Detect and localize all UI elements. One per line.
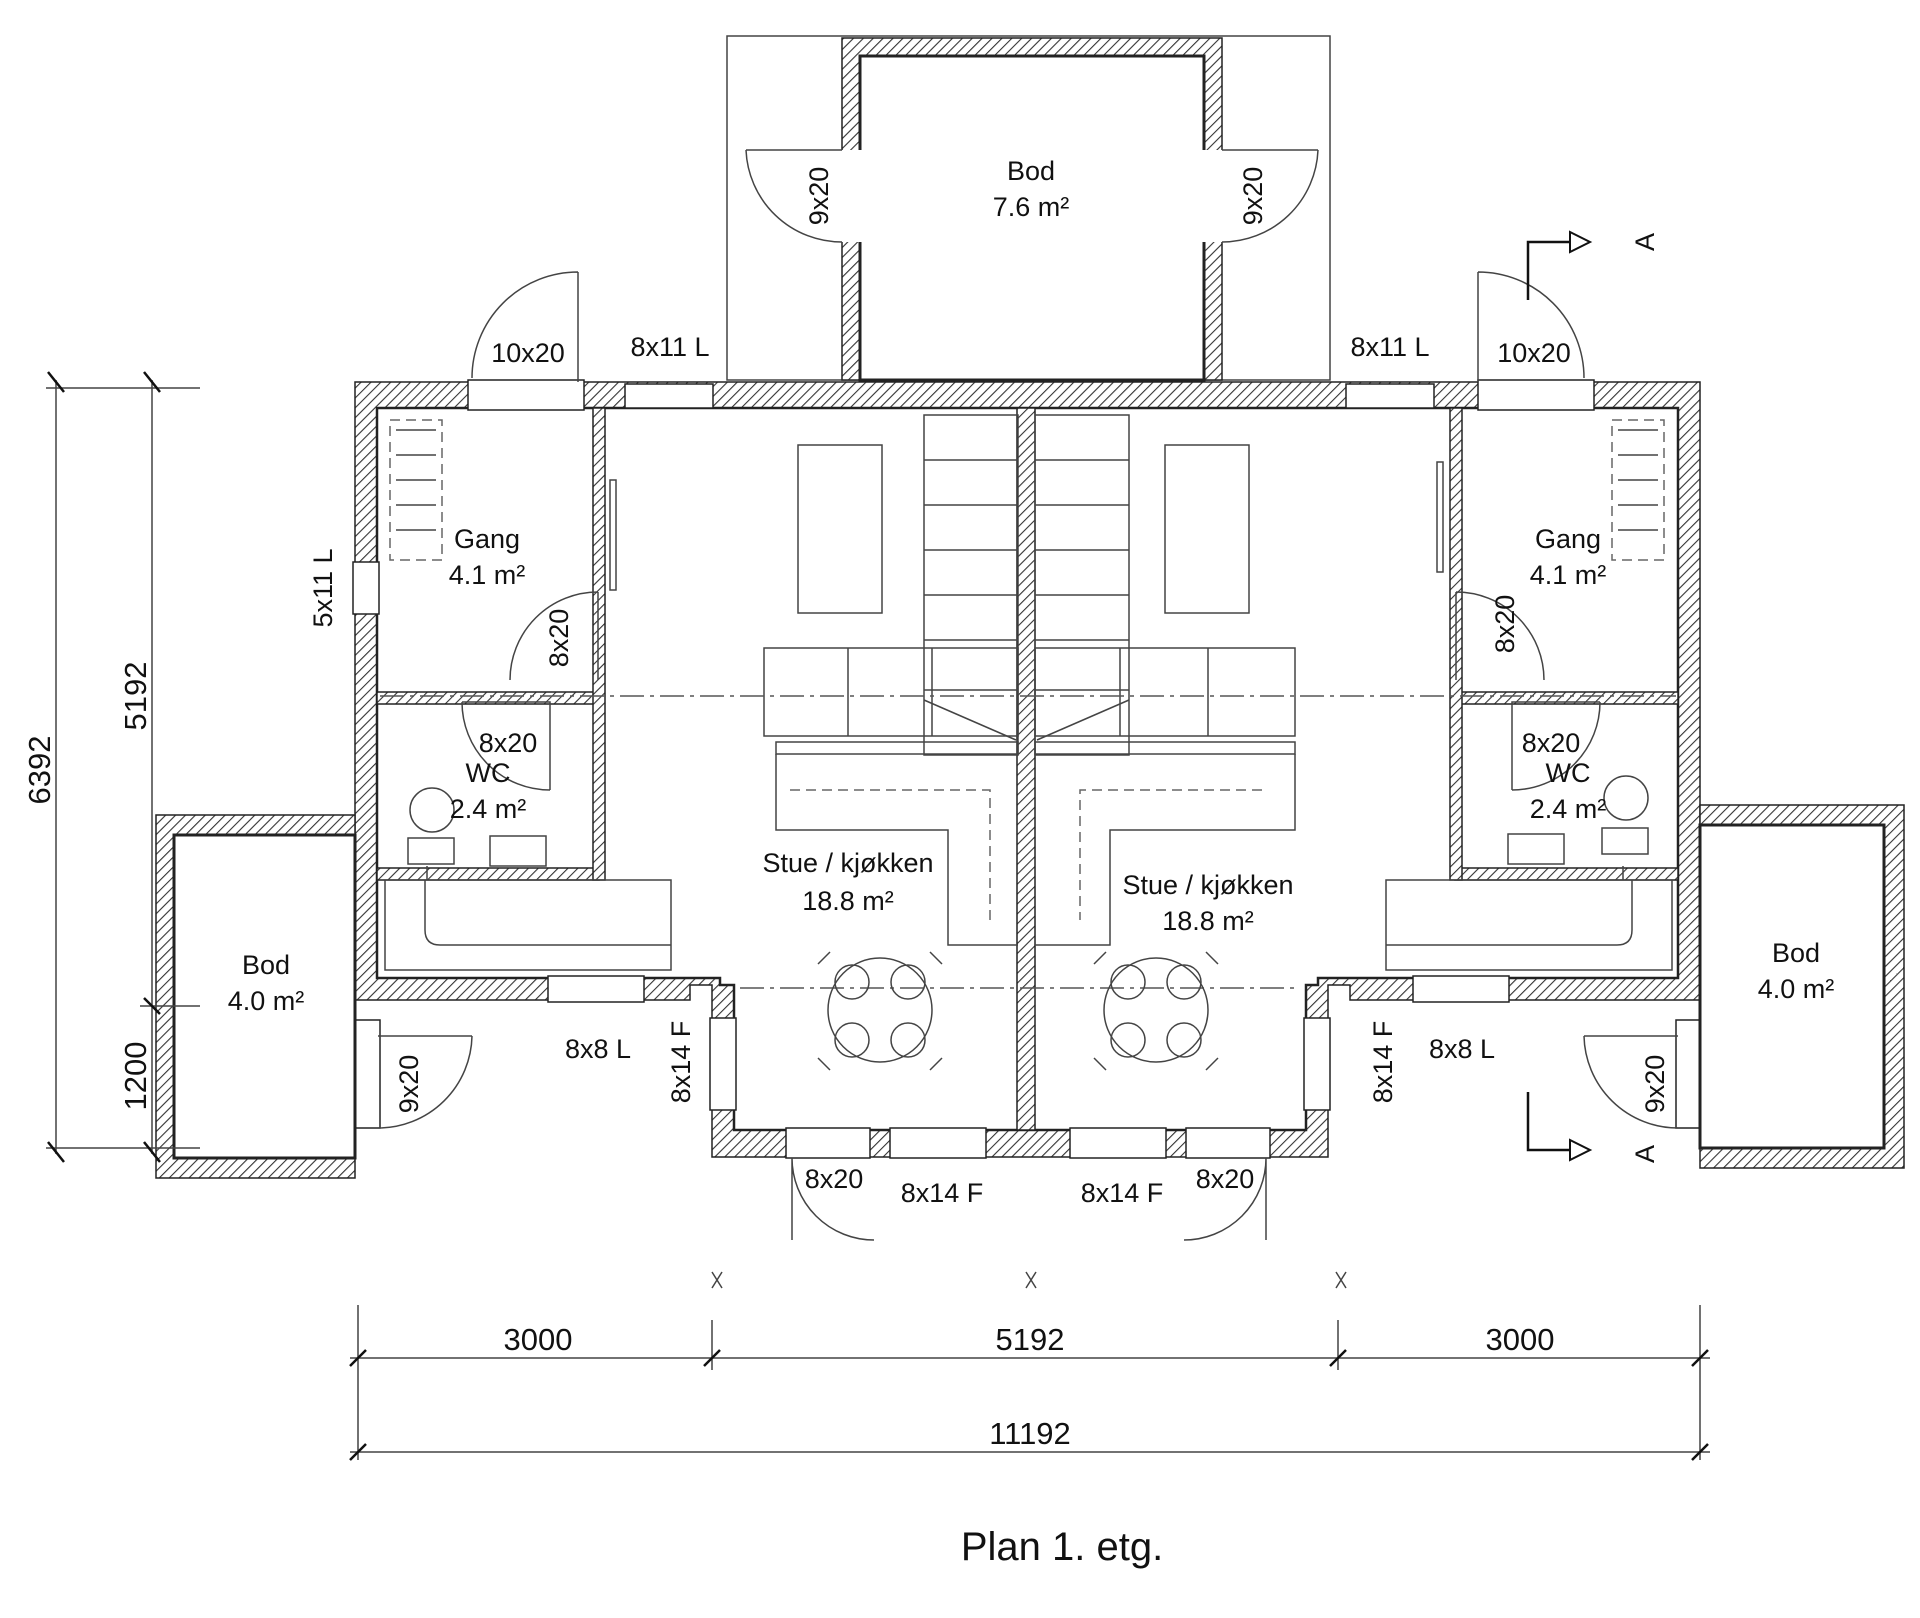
wall-openings xyxy=(352,379,1703,1159)
section-marker-bottom xyxy=(1526,1092,1593,1162)
dim-vertical-bod: 1200 xyxy=(118,1042,153,1111)
dim-vertical-total: 6392 xyxy=(22,736,57,805)
terrace-door-left-label: 8x20 xyxy=(805,1164,864,1194)
entry-doors xyxy=(471,271,1585,382)
gang-door-right-label: 8x20 xyxy=(1490,595,1520,654)
wc-details xyxy=(407,701,1649,880)
gang-door-left-label: 8x20 xyxy=(544,609,574,668)
room-wc-left: WC 2.4 m² xyxy=(450,758,527,824)
wc-door-right-label: 8x20 xyxy=(1522,728,1581,758)
section-marker-top xyxy=(1526,230,1593,300)
room-name: Bod xyxy=(242,950,290,980)
window-bay-left-label: 8x14 F xyxy=(666,1021,696,1104)
room-bod-left: Bod 4.0 m² xyxy=(228,950,305,1016)
room-bod-top: Bod 7.6 m² xyxy=(993,156,1070,222)
bod-right-structure xyxy=(1583,804,1905,1169)
main-walls xyxy=(354,381,1701,1158)
room-bod-right: Bod 4.0 m² xyxy=(1758,938,1835,1004)
room-area: 18.8 m² xyxy=(1162,906,1254,936)
room-name: Bod xyxy=(1007,156,1055,186)
dim-right: 3000 xyxy=(1486,1322,1555,1357)
wc-door-left-label: 8x20 xyxy=(479,728,538,758)
room-wc-right: WC 2.4 m² xyxy=(1530,758,1607,824)
room-area: 7.6 m² xyxy=(993,192,1070,222)
bod-top-structure xyxy=(726,35,1331,382)
dim-left: 3000 xyxy=(504,1322,573,1357)
window-top-right-label: 8x11 L xyxy=(1350,332,1429,362)
window-top-left-label: 8x11 L xyxy=(630,332,709,362)
room-name: Stue / kjøkken xyxy=(1122,870,1293,900)
grid-markers xyxy=(711,1271,1347,1289)
room-area: 18.8 m² xyxy=(802,886,894,916)
room-gang-left: Gang 4.1 m² xyxy=(449,524,526,590)
dim-total: 11192 xyxy=(989,1416,1071,1451)
window-bottom-right-label: 8x8 L xyxy=(1429,1034,1495,1064)
room-stue-right: Stue / kjøkken 18.8 m² xyxy=(1122,870,1293,936)
room-name: WC xyxy=(466,758,511,788)
section-mark-top: A xyxy=(1630,233,1660,251)
room-name: Gang xyxy=(454,524,520,554)
kitchen-counters xyxy=(384,879,1673,971)
room-gang-right: Gang 4.1 m² xyxy=(1530,524,1607,590)
room-area: 4.0 m² xyxy=(228,986,305,1016)
terrace-doors xyxy=(791,1157,1267,1241)
bod-door-right-label: 9x20 xyxy=(1640,1055,1670,1114)
bod-top-door-right-label: 9x20 xyxy=(1238,167,1268,226)
dim-center: 5192 xyxy=(996,1322,1065,1357)
bod-top-door-left-label: 9x20 xyxy=(804,167,834,226)
room-area: 2.4 m² xyxy=(450,794,527,824)
room-area: 4.1 m² xyxy=(449,560,526,590)
gang-details xyxy=(389,419,1665,681)
room-name: Gang xyxy=(1535,524,1601,554)
window-gang-left-label: 5x11 L xyxy=(308,548,338,627)
plan-title: Plan 1. etg. xyxy=(961,1525,1163,1569)
room-stue-left: Stue / kjøkken 18.8 m² xyxy=(762,848,933,916)
window-bay-right-label: 8x14 F xyxy=(1368,1021,1398,1104)
bod-door-left-label: 9x20 xyxy=(394,1055,424,1114)
terrace-door-right-label: 8x20 xyxy=(1196,1164,1255,1194)
room-area: 4.0 m² xyxy=(1758,974,1835,1004)
entry-door-left-label: 10x20 xyxy=(491,338,565,368)
room-name: WC xyxy=(1546,758,1591,788)
stair-core xyxy=(763,414,1296,946)
window-front-left-label: 8x14 F xyxy=(901,1178,984,1208)
entry-door-right-label: 10x20 xyxy=(1497,338,1571,368)
room-name: Stue / kjøkken xyxy=(762,848,933,878)
dimension-lines xyxy=(46,371,1710,1461)
section-mark-bottom: A xyxy=(1630,1145,1660,1163)
room-area: 4.1 m² xyxy=(1530,560,1607,590)
room-area: 2.4 m² xyxy=(1530,794,1607,824)
room-name: Bod xyxy=(1772,938,1820,968)
dim-vertical-main: 5192 xyxy=(118,662,153,731)
window-front-right-label: 8x14 F xyxy=(1081,1178,1164,1208)
dining-sets xyxy=(817,951,1219,1071)
window-bottom-left-label: 8x8 L xyxy=(565,1034,631,1064)
bod-left-structure xyxy=(155,814,473,1179)
